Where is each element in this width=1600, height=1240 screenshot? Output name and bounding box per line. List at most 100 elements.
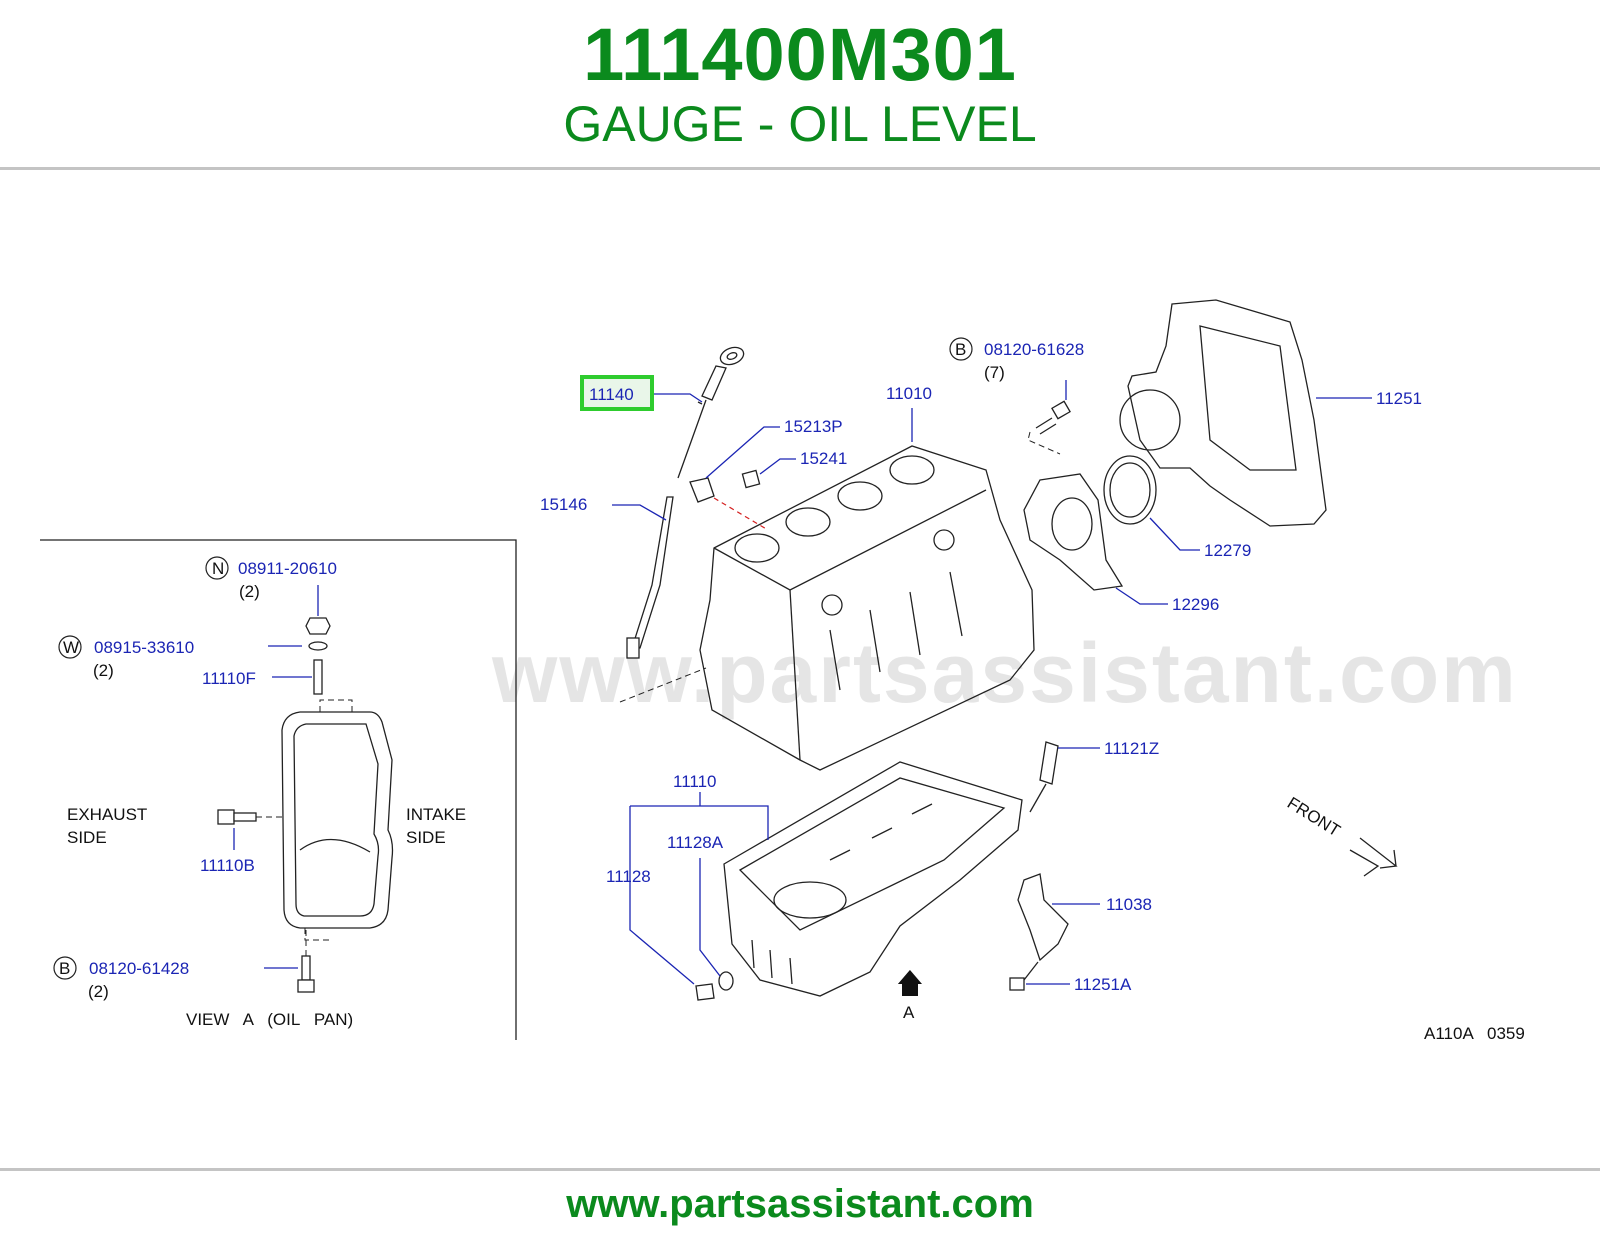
badge-b-circle-bottom (53, 956, 77, 980)
oil-pan-sump (773, 881, 847, 919)
callout-11110b[interactable]: 11110B (200, 856, 255, 875)
intake-side-line2: SIDE (406, 828, 446, 847)
bracket-bolt-head (1009, 977, 1025, 991)
intake-side-line1: INTAKE (406, 805, 466, 824)
bolt-top-dash (1027, 431, 1061, 455)
guide-tube-body (631, 496, 674, 649)
strainer-tube (1039, 741, 1059, 785)
oil-pan-slots (829, 803, 933, 861)
callout-11121z[interactable]: 11121Z (1104, 739, 1159, 758)
gauge-seal (697, 401, 703, 405)
part-number-title: 111400M301 (583, 13, 1017, 96)
retainer-outline (1023, 473, 1124, 591)
oil-pan-drawing (723, 761, 1023, 997)
bottom-bolt-head (297, 979, 315, 993)
gauge-grip (701, 365, 727, 401)
leader-12296 (1115, 587, 1168, 605)
inset-dash-bottom (304, 928, 330, 941)
block-port-1 (821, 594, 843, 616)
view-a-marker: A (903, 1003, 915, 1022)
view-a-caption: VIEW A (OIL PAN) (186, 1010, 353, 1029)
leader-15241 (759, 458, 796, 475)
oil-strainer-drawing (1029, 741, 1059, 813)
exhaust-side-line1: EXHAUST (67, 805, 147, 824)
callout-15241[interactable]: 15241 (800, 449, 847, 468)
rear-plate-inner (1199, 325, 1297, 471)
badge-n: N (212, 559, 224, 578)
callout-15146[interactable]: 15146 (540, 495, 587, 514)
block-ribs (829, 571, 963, 691)
callout-12296[interactable]: 12296 (1172, 595, 1219, 614)
callout-11110f[interactable]: 11110F (202, 669, 256, 688)
leader-11140 (654, 393, 703, 403)
header: 111400M301 GAUGE - OIL LEVEL (0, 0, 1600, 168)
badge-w-circle (58, 635, 82, 659)
leader-15213p (705, 426, 780, 479)
exhaust-side-line2: SIDE (67, 828, 107, 847)
rear-plate-outline (1127, 299, 1327, 527)
oil-pan-ribs (751, 939, 793, 985)
red-alignment-dash (713, 497, 769, 531)
diagram-code: A110A 0359 (1424, 1024, 1525, 1043)
badge-b-bottom: B (59, 959, 70, 978)
block-outline (699, 445, 1035, 771)
callout-12279[interactable]: 12279 (1204, 541, 1251, 560)
leader-11128 (629, 806, 695, 985)
callout-11140[interactable]: 11140 (589, 385, 634, 404)
oil-pan-outline (281, 711, 394, 929)
callout-08120-61428[interactable]: 08120-61428 (89, 959, 189, 978)
qty-08915-33610: (2) (93, 661, 114, 680)
block-port-2 (933, 529, 955, 551)
callout-15213p[interactable]: 15213P (784, 417, 843, 436)
oil-pan-inner-rim (293, 723, 380, 917)
oil-seal-drawing (1103, 455, 1157, 525)
bolt-top-head (1051, 400, 1071, 420)
callout-11110[interactable]: 11110 (673, 772, 717, 791)
callout-11251[interactable]: 11251 (1376, 389, 1422, 408)
dash-block-to-tube (619, 667, 707, 703)
drain-washer (718, 971, 734, 991)
side-bolt-shank (233, 812, 257, 822)
bore-2 (785, 507, 831, 537)
footer-website-link[interactable]: www.partsassistant.com (566, 1182, 1034, 1226)
callout-08915-33610[interactable]: 08915-33610 (94, 638, 194, 657)
leader-12279 (1149, 517, 1200, 551)
nut-drawing (305, 617, 331, 635)
callout-08911-20610[interactable]: 08911-20610 (238, 559, 337, 578)
highlight-box-11140 (580, 375, 654, 411)
front-label: FRONT (1284, 793, 1344, 840)
watermark-text: www.partsassistant.com (491, 626, 1518, 720)
bracket-bolt-shank (1023, 961, 1039, 981)
drain-plug (695, 983, 715, 1001)
oil-pan-flange (738, 777, 1006, 931)
bottom-bolt-shank (301, 955, 311, 981)
qty-08120-61428: (2) (88, 982, 109, 1001)
front-arrow-icon (1349, 837, 1398, 877)
badge-w: W (63, 638, 79, 657)
badge-b-top: B (955, 340, 966, 359)
view-a-arrow-head-icon (898, 970, 922, 984)
footer-divider (0, 1168, 1600, 1171)
block-front-edge (789, 589, 801, 761)
callout-11128a[interactable]: 11128A (667, 833, 724, 852)
stud-drawing (313, 659, 323, 695)
callout-11128[interactable]: 11128 (606, 867, 651, 886)
bracket-drawing (1009, 873, 1069, 991)
callout-11010[interactable]: 11010 (886, 384, 932, 403)
strainer-neck (1029, 783, 1047, 813)
callout-11038[interactable]: 11038 (1106, 895, 1152, 914)
gauge-handle-ring (719, 346, 745, 366)
part-name-subtitle: GAUGE - OIL LEVEL (563, 96, 1037, 152)
retainer-bore (1051, 497, 1093, 551)
seal-retainer-drawing (1023, 473, 1124, 591)
inset-border (40, 539, 517, 1040)
inset-dash-top (319, 699, 353, 712)
leader-11128a (699, 858, 721, 977)
callout-08120-61628[interactable]: 08120-61628 (984, 340, 1084, 359)
bore-1 (734, 533, 780, 563)
block-deck-edge (713, 489, 987, 591)
bolt-top-drawing (1027, 400, 1071, 455)
oil-level-gauge-drawing (677, 346, 745, 479)
callout-11251a[interactable]: 11251A (1074, 975, 1132, 994)
gauge-handle-hole (726, 352, 738, 360)
